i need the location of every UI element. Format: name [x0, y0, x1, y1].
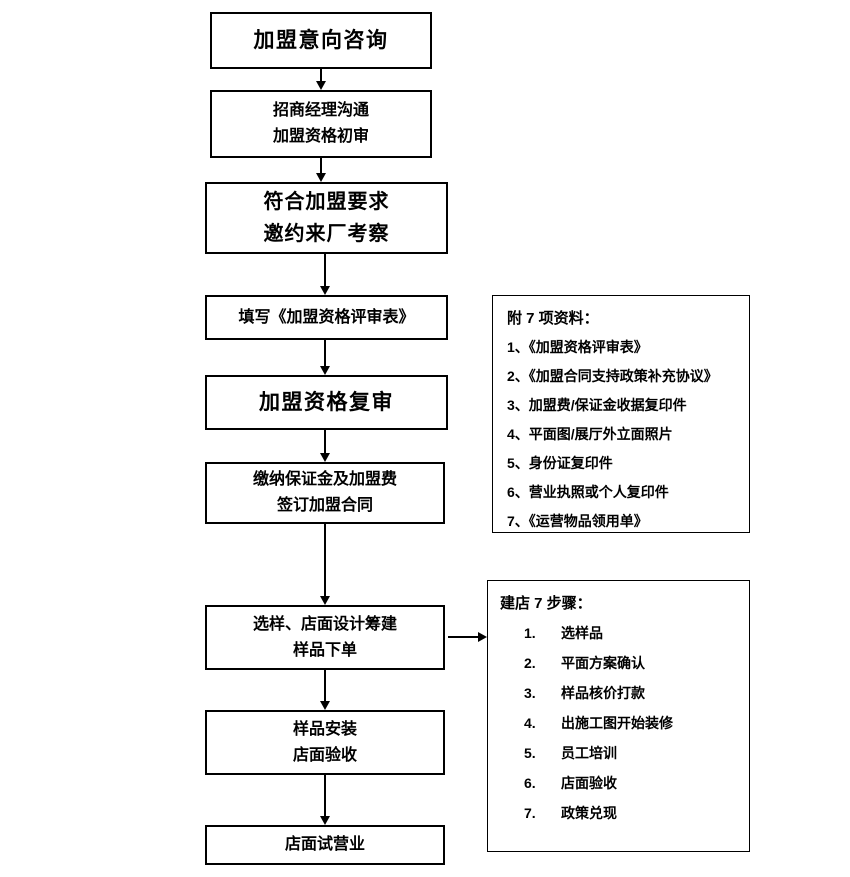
flow-step-label: 选样、店面设计筹建 — [252, 615, 397, 633]
build-steps-title: 建店 7 步骤： — [500, 595, 592, 612]
flow-step-deposit-contract: 缴纳保证金及加盟费 签订加盟合同 — [205, 462, 445, 524]
flow-step-label: 样品下单 — [292, 641, 357, 659]
materials-item: 7、《运营物品领用单》 — [507, 513, 648, 529]
build-step-text: 员工培训 — [561, 745, 617, 761]
arrow-down-icon — [324, 340, 326, 366]
flow-step-trial-opening: 店面试营业 — [205, 825, 445, 865]
flow-step-qualification-rereview: 加盟资格复审 — [205, 375, 448, 430]
materials-item: 1、《加盟资格评审表》 — [507, 339, 648, 355]
build-step-item: 7. 政策兑现 — [500, 798, 743, 828]
build-step-number: 6. — [524, 775, 536, 791]
arrow-down-icon — [324, 670, 326, 701]
build-step-item: 5. 员工培训 — [500, 738, 743, 768]
materials-note-box: 附 7 项资料： 1、《加盟资格评审表》 2、《加盟合同支持政策补充协议》 3、… — [492, 295, 750, 533]
flow-step-label: 符合加盟要求 — [263, 191, 390, 213]
build-steps-note-box: 建店 7 步骤： 1. 选样品 2. 平面方案确认 3. 样品核价打款 4. 出… — [487, 580, 750, 852]
materials-item: 6、营业执照或个人复印件 — [507, 484, 669, 500]
flow-step-design-order: 选样、店面设计筹建 样品下单 — [205, 605, 445, 670]
flow-step-initial-review: 招商经理沟通 加盟资格初审 — [210, 90, 432, 158]
build-step-item: 6. 店面验收 — [500, 768, 743, 798]
build-step-item: 3. 样品核价打款 — [500, 678, 743, 708]
build-step-number: 7. — [524, 805, 536, 821]
materials-title: 附 7 项资料： — [507, 310, 599, 327]
build-step-text: 样品核价打款 — [561, 685, 645, 701]
flow-step-label: 缴纳保证金及加盟费 — [252, 471, 397, 489]
build-step-number: 5. — [524, 745, 536, 761]
build-step-text: 店面验收 — [561, 775, 617, 791]
arrow-down-icon — [320, 69, 322, 81]
flow-step-intent-consult: 加盟意向咨询 — [210, 12, 432, 69]
materials-item: 3、加盟费/保证金收据复印件 — [507, 397, 687, 413]
materials-item: 5、身份证复印件 — [507, 455, 613, 471]
materials-item: 4、平面图/展厅外立面照片 — [507, 426, 673, 442]
arrow-down-icon — [324, 254, 326, 286]
arrow-right-icon — [448, 636, 478, 638]
arrow-down-icon — [324, 430, 326, 453]
build-step-text: 出施工图开始装修 — [561, 715, 673, 731]
build-step-item: 1. 选样品 — [500, 618, 743, 648]
flow-step-label: 样品安装 — [292, 720, 357, 738]
build-step-number: 3. — [524, 685, 536, 701]
build-step-item: 4. 出施工图开始装修 — [500, 708, 743, 738]
flow-step-install-acceptance: 样品安装 店面验收 — [205, 710, 445, 775]
build-step-number: 1. — [524, 625, 536, 641]
build-step-text: 选样品 — [561, 625, 603, 641]
flow-step-label: 签订加盟合同 — [276, 497, 373, 514]
arrow-down-icon — [324, 775, 326, 816]
flow-step-label: 招商经理沟通 — [272, 102, 369, 120]
build-step-text: 平面方案确认 — [561, 655, 645, 671]
materials-item: 2、《加盟合同支持政策补充协议》 — [507, 368, 718, 384]
build-step-number: 2. — [524, 655, 536, 671]
flow-step-label: 填写《加盟资格评审表》 — [238, 308, 415, 326]
build-step-text: 政策兑现 — [561, 805, 617, 821]
arrow-down-icon — [324, 524, 326, 596]
flow-step-label: 邀约来厂考察 — [263, 223, 390, 245]
build-step-item: 2. 平面方案确认 — [500, 648, 743, 678]
flow-step-label: 加盟资格复审 — [259, 390, 394, 414]
flow-step-label: 加盟资格初审 — [272, 128, 369, 145]
flow-step-fill-assessment-form: 填写《加盟资格评审表》 — [205, 295, 448, 340]
arrow-down-icon — [320, 158, 322, 173]
flow-step-label: 店面验收 — [292, 746, 357, 764]
flow-step-factory-visit: 符合加盟要求 邀约来厂考察 — [205, 182, 448, 254]
build-step-number: 4. — [524, 715, 536, 731]
flow-step-label: 店面试营业 — [284, 836, 365, 854]
flow-step-label: 加盟意向咨询 — [253, 28, 389, 52]
